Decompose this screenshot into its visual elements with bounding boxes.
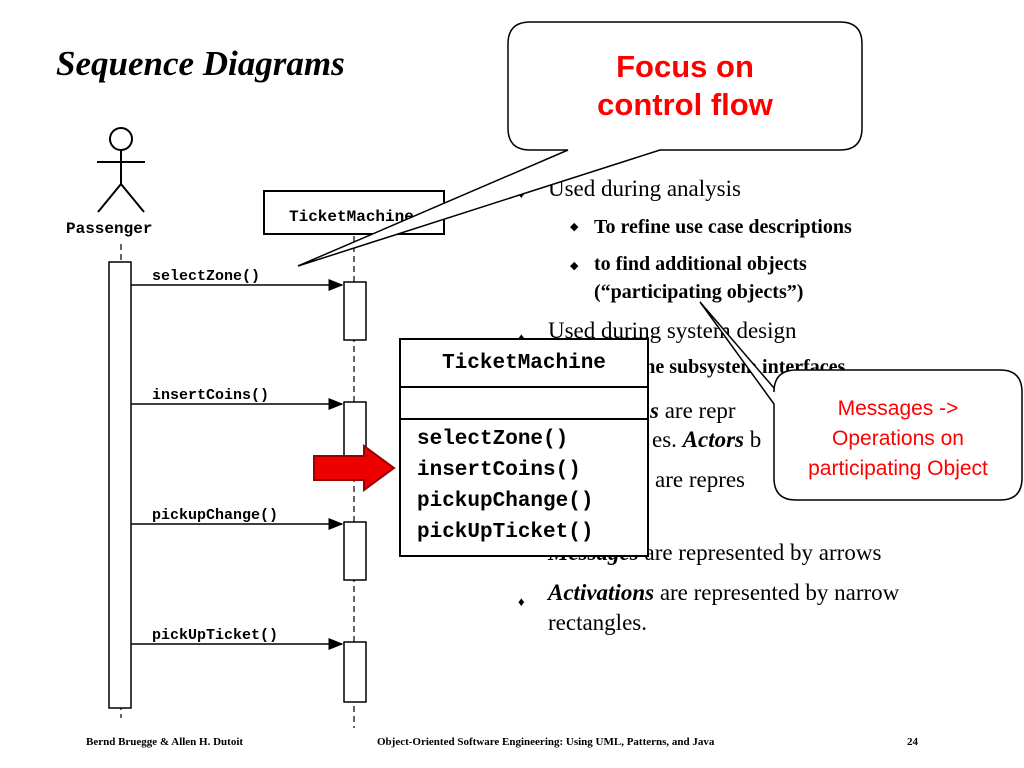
focus-callout-bubble [297, 21, 863, 267]
diamond-bullet-icon: ♦ [518, 594, 525, 609]
square-bullet-icon: ◆ [570, 260, 579, 272]
messages-callout-bubble [699, 301, 1023, 501]
diamond-bullet-icon: ♦ [518, 330, 525, 346]
messages-callout-text: Messages -> Operations on participating … [808, 397, 988, 480]
message-label: pickUpTicket() [152, 627, 279, 644]
ticketmachine-activation [343, 521, 367, 581]
ticketmachine-activation [343, 281, 367, 341]
bullet-refine-use-cases: To refine use case descriptions [594, 216, 852, 238]
focus-callout-text: Focus on control flow [597, 49, 773, 122]
bullet-actors-fragment: es. Actors b [652, 427, 762, 452]
bullet-lifelines-fragment: are repres [655, 467, 746, 492]
sequence-diagram [97, 127, 445, 728]
message-label: pickupChange() [152, 507, 279, 524]
bullet-objects-fragment: s are repr [650, 398, 736, 423]
bullet-find-objects-line2: (“participating objects”) [594, 281, 804, 303]
class-operation: insertCoins() [417, 459, 581, 482]
passenger-activation [108, 261, 132, 709]
message-label: selectZone() [152, 268, 261, 285]
ticketmachine-activation [343, 641, 367, 703]
actor-icon [97, 127, 145, 213]
class-operations: selectZone() insertCoins() pickupChange(… [399, 418, 649, 557]
bullet-activations: Activations are represented by narrow [548, 580, 900, 605]
lifeline-label: TicketMachine [289, 208, 414, 226]
slide-title: Sequence Diagrams [56, 44, 345, 83]
red-arrow-icon [313, 444, 396, 492]
class-attributes [399, 386, 649, 420]
callout-shapes [297, 21, 1023, 501]
bullet-activations-line2: rectangles. [548, 610, 647, 635]
class-box: TicketMachine selectZone() insertCoins()… [399, 338, 649, 557]
bullet-analysis: Used during analysis [548, 176, 741, 201]
message-label: insertCoins() [152, 387, 270, 404]
footer-page-number: 24 [907, 736, 918, 748]
footer-book-title: Object-Oriented Software Engineering: Us… [377, 736, 715, 748]
class-operation: pickUpTicket() [417, 521, 594, 544]
bullet-find-objects-line1: to find additional objects [594, 253, 807, 275]
class-operation: selectZone() [417, 428, 569, 451]
class-name: TicketMachine [399, 338, 649, 388]
footer-authors: Bernd Bruegge & Allen H. Dutoit [86, 736, 244, 748]
square-bullet-icon: ◆ [570, 221, 579, 233]
actor-label: Passenger [66, 220, 153, 238]
class-operation: pickupChange() [417, 490, 594, 513]
